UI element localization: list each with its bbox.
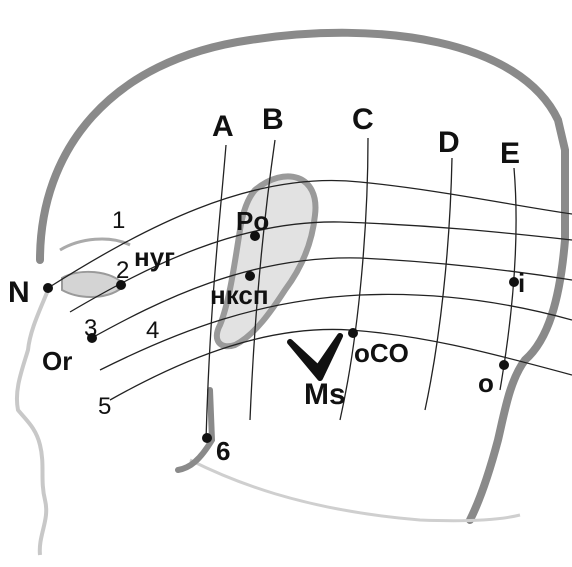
dot-6 [202, 433, 212, 443]
brow-sketch [60, 239, 130, 250]
label-row-3: 3 [84, 315, 97, 342]
label-mastoid: Ms [304, 378, 346, 411]
line-4 [100, 294, 572, 370]
label-inion: i [518, 268, 525, 298]
face-sketch [17, 290, 48, 555]
label-column-C: C [352, 103, 374, 136]
line-D [425, 158, 452, 410]
label-row-4: 4 [146, 317, 159, 344]
label-nasion: N [8, 276, 30, 309]
label-porion: Po [236, 206, 269, 236]
check-mark-icon [290, 336, 340, 378]
dot-oCO [348, 328, 358, 338]
label-opisthion: o [478, 368, 494, 398]
label-row-2: 2 [116, 257, 129, 284]
label-row-1: 1 [112, 207, 125, 234]
label-oco: oCO [354, 338, 409, 368]
dot-N [43, 283, 53, 293]
label-column-B: B [262, 103, 284, 136]
label-orbitale: Or [42, 346, 72, 376]
label-column-A: A [212, 110, 234, 143]
label-lower-nucha: нксп [210, 280, 269, 310]
label-column-D: D [438, 126, 460, 159]
label-column-E: E [500, 137, 520, 170]
label-upper-nucha: нуг [134, 242, 175, 272]
label-six: 6 [216, 436, 230, 466]
dot-o [499, 360, 509, 370]
label-row-5: 5 [98, 393, 111, 420]
